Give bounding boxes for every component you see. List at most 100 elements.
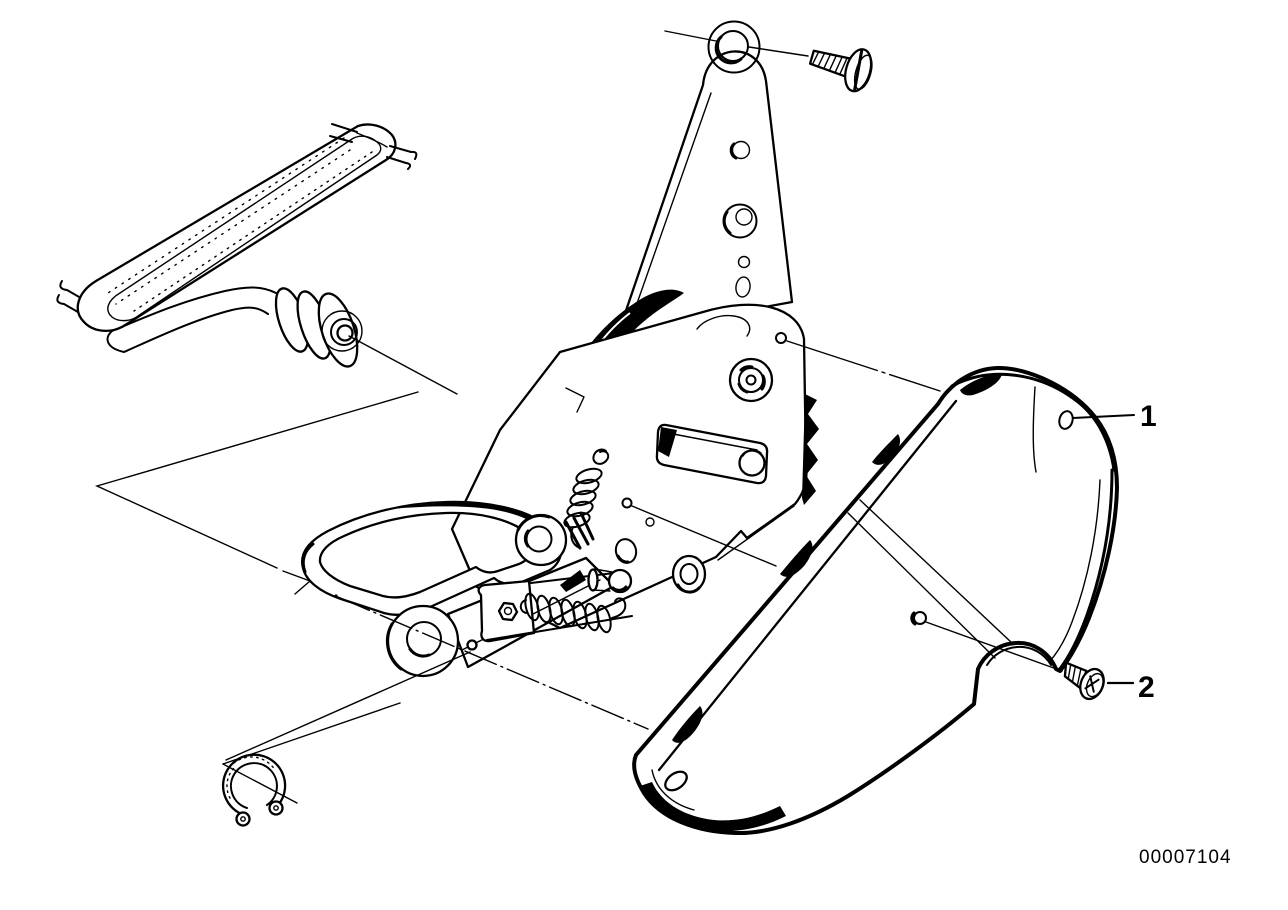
bracket-hole-oval: [735, 276, 751, 298]
leader-lines: [94, 335, 1135, 761]
cover-bottom-edge: [734, 702, 976, 835]
bracket-hole-large-shading: [722, 210, 732, 235]
tension-spring: [563, 448, 610, 549]
bolt-shank: [808, 49, 852, 78]
snap-ring-pin-leader: [225, 651, 471, 761]
cover-edge-blob-3: [960, 374, 1002, 396]
cover-edge-blob-2: [780, 540, 813, 577]
spring-coil: [569, 489, 597, 507]
bracket-hole-tiny: [737, 255, 751, 269]
handle-axis-chain: [337, 596, 649, 730]
plate-slot-shadow-wedge: [658, 427, 677, 457]
screw-leader: [925, 621, 1063, 672]
cover-mounting-screw: [1063, 661, 1105, 701]
latch-bar-lower: [486, 615, 633, 641]
handle-lobe-hole-shading: [408, 647, 431, 658]
snap-ring-eye-left: [235, 811, 251, 827]
cover-top-rolled-edge: [950, 372, 1116, 472]
handle-lobe-rim-shading: [385, 622, 403, 671]
cover-nose-slot: [664, 770, 688, 792]
splined-bushing-teeth: [737, 365, 766, 394]
latch-pin-end: [587, 568, 599, 592]
slot-roller-pin: [738, 449, 766, 477]
bracket-hole-small-upper-shading: [729, 142, 738, 160]
callout-1-leader: [1072, 414, 1135, 419]
bushing-bore: [336, 324, 354, 342]
hairpin-bar-outline: [76, 123, 397, 333]
latch-pin-shading: [611, 585, 628, 592]
recliner-side-cover: [632, 365, 1119, 836]
latch-tooth: [560, 570, 586, 592]
plate-edge-step: [565, 387, 585, 413]
shoulder-bolt: [808, 48, 873, 93]
cover-nose-inner-arc: [651, 769, 695, 811]
bushing-face-ring-inner: [330, 318, 358, 346]
backrest-bracket-arm: [616, 20, 794, 336]
latch-spring-coil: [596, 604, 612, 634]
cover-apex-seam: [1032, 386, 1037, 473]
handle-pivot-rim-shading: [516, 514, 551, 532]
bracket-top-eye-shading: [714, 35, 743, 65]
cover-top-hole: [1058, 410, 1074, 430]
bracket-top-eye-outer: [707, 20, 761, 74]
screw-threads: [1067, 663, 1082, 687]
hairpin-stipple-top: [107, 137, 351, 305]
latch-spring: [519, 592, 627, 634]
bracket-top-eye-hole: [717, 30, 749, 62]
snap-ring-outer: [221, 753, 287, 817]
diagram-number: 00007104: [1139, 847, 1232, 868]
bracket-arm-outline: [616, 50, 794, 336]
rod-left-stub: [56, 280, 101, 324]
cover-rib-line-1: [859, 499, 1013, 644]
clevis-hex-bore: [503, 606, 513, 616]
plate-mount-hole-upper: [775, 332, 787, 344]
plate-slot-depth-line: [667, 432, 758, 451]
plate-hole-lower-shading: [616, 554, 630, 564]
latch-pin-sides: [592, 568, 613, 592]
actuating-rod: [106, 286, 277, 353]
bolt-head-rim: [853, 54, 873, 90]
snap-ring-eye-right-hole: [273, 805, 279, 811]
screw-head-rim: [1085, 672, 1104, 698]
splined-bushing-bore: [745, 374, 757, 386]
plate-hump-arc: [696, 314, 751, 337]
snap-ring-eye-left-hole: [240, 816, 246, 822]
plate-bushing-lower-shading: [676, 583, 701, 594]
torsion-bar-assembly: [56, 123, 418, 368]
bracket-arm-inner-edge: [627, 92, 712, 330]
latch-bar-upper: [530, 572, 615, 584]
cover-right-inner-arc: [1049, 479, 1101, 662]
plate-hole-dot: [645, 517, 655, 527]
hairpin-stipple-bottom: [133, 151, 373, 312]
snap-ring-leader-lower: [222, 763, 298, 804]
spring-top-hook: [592, 448, 610, 465]
alignment-chain-tip: [282, 570, 311, 595]
bushing-face-ring: [321, 310, 363, 352]
chain-dot: [334, 594, 338, 598]
clevis-hex-hole: [497, 601, 519, 622]
cover-screw-hole: [913, 611, 927, 625]
cover-leading-edge-inner: [657, 399, 958, 772]
plate-hole-mid: [621, 497, 633, 509]
handle-pivot-hole-shading: [523, 529, 530, 548]
spring-coil: [572, 478, 600, 496]
callout-1-label[interactable]: 1: [1140, 400, 1157, 433]
plate-hole-leader-mid: [631, 505, 777, 567]
cover-right-edge: [1057, 468, 1114, 672]
cover-screw-hole-shading: [910, 611, 917, 626]
snap-ring: [221, 702, 401, 827]
plate-bushing-lower-bore: [679, 563, 699, 585]
callout-2-label[interactable]: 2: [1138, 671, 1155, 704]
handle-pin-hole: [466, 639, 478, 651]
slot-roller-pin-rim: [742, 449, 762, 457]
rod-through-loop: [356, 132, 388, 148]
bushing-leader: [348, 335, 458, 395]
snap-ring-eye-right: [268, 800, 284, 816]
cover-nose-shading: [640, 782, 786, 832]
bolt-threads: [811, 50, 848, 76]
spring-anchor-hatch: [564, 511, 595, 550]
alignment-chain-v: [94, 391, 419, 569]
rod-right-stub: [329, 123, 418, 170]
